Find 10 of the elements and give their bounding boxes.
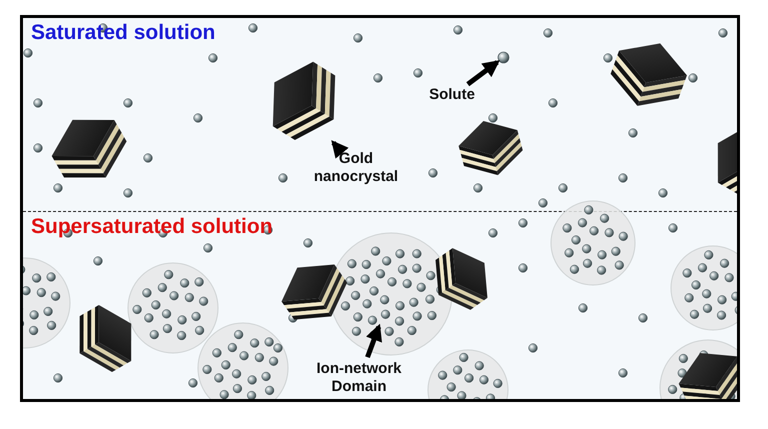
- solute-particle: [498, 52, 509, 63]
- leader-arrow: [466, 60, 500, 86]
- callout-label: Solute: [421, 86, 483, 106]
- panel-title: Supersaturated solution: [31, 215, 273, 239]
- leader-arrow: [365, 324, 382, 358]
- leader-arrow: [331, 140, 349, 159]
- callout-label: Gold nanocrystal: [306, 150, 406, 190]
- callout-label: Ion-network Domain: [299, 360, 419, 399]
- panel-title: Saturated solution: [31, 21, 216, 45]
- solution-panel: [23, 18, 737, 211]
